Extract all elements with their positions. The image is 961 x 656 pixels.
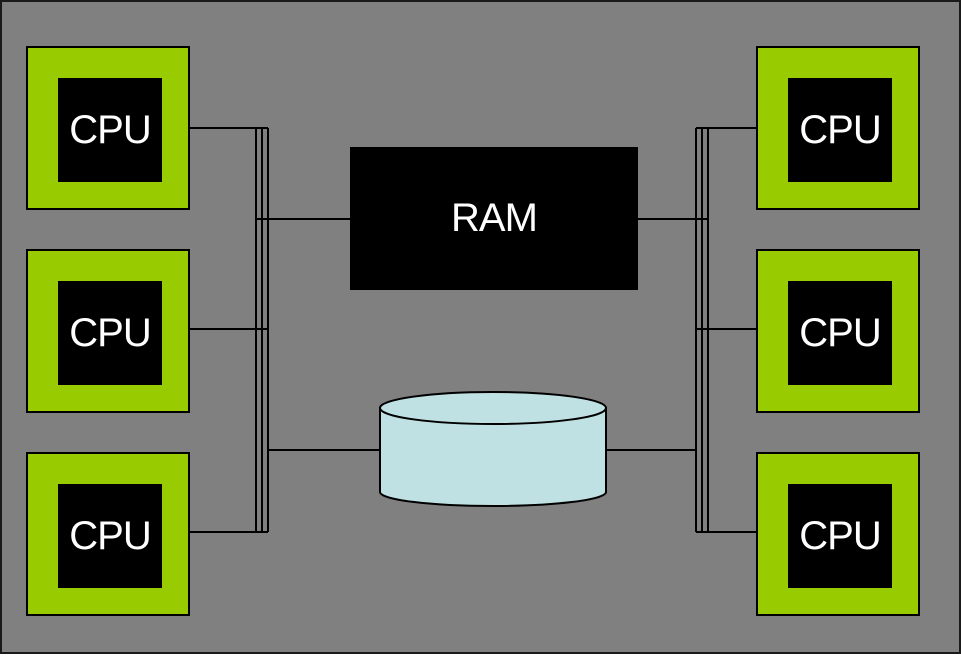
storage-body bbox=[379, 407, 607, 507]
cpu-left-2: CPU bbox=[26, 249, 190, 413]
cpu-right-1: CPU bbox=[756, 46, 920, 210]
cpu-die: CPU bbox=[58, 281, 162, 385]
cpu-label: CPU bbox=[799, 513, 881, 558]
cpu-left-1: CPU bbox=[26, 46, 190, 210]
cpu-right-2: CPU bbox=[756, 249, 920, 413]
storage-cylinder bbox=[379, 391, 607, 507]
cpu-label: CPU bbox=[69, 107, 151, 152]
cpu-die: CPU bbox=[788, 78, 892, 182]
cpu-label: CPU bbox=[69, 513, 151, 558]
ram-label: RAM bbox=[451, 196, 538, 240]
cpu-label: CPU bbox=[799, 107, 881, 152]
cpu-die: CPU bbox=[58, 484, 162, 588]
storage-top bbox=[379, 391, 607, 425]
ram-block: RAM bbox=[350, 147, 638, 290]
cpu-label: CPU bbox=[69, 310, 151, 355]
cpu-die: CPU bbox=[788, 484, 892, 588]
cpu-die: CPU bbox=[58, 78, 162, 182]
cpu-left-3: CPU bbox=[26, 452, 190, 616]
cpu-label: CPU bbox=[799, 310, 881, 355]
cpu-die: CPU bbox=[788, 281, 892, 385]
cpu-right-3: CPU bbox=[756, 452, 920, 616]
